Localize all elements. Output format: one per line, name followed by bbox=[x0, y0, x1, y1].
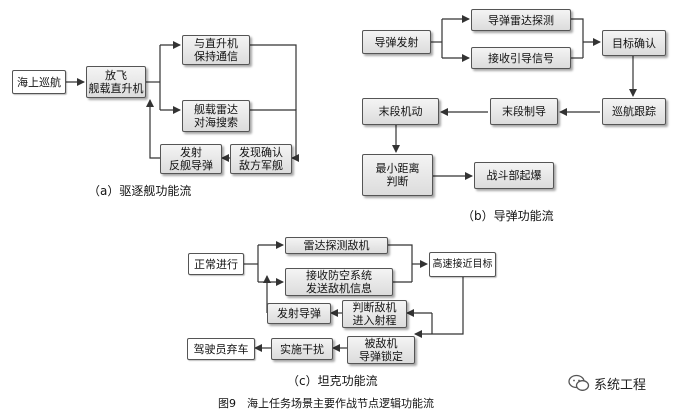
node-b-launch: 导弹发射 bbox=[362, 30, 431, 54]
node-c-locked: 被敌机 导弹锁定 bbox=[347, 336, 415, 364]
node-a-radar-search: 舰载雷达 对海搜索 bbox=[182, 100, 250, 132]
figure-caption: 图9 海上任务场景主要作战节点逻辑功能流 bbox=[218, 397, 434, 410]
node-a-comm-heli: 与直升机 保持通信 bbox=[182, 35, 250, 65]
node-c-fire-missile: 发射导弹 bbox=[267, 303, 331, 324]
connector-a-comm-merge bbox=[250, 44, 297, 110]
node-c-approach: 高速接近目标 bbox=[429, 252, 496, 277]
node-b-warhead: 战斗部起爆 bbox=[474, 162, 554, 189]
diagram-b-title: （b）导弹功能流 bbox=[462, 209, 554, 223]
node-a-fire-missile: 发射 反舰导弹 bbox=[160, 144, 222, 174]
node-b-target-confirm: 目标确认 bbox=[602, 30, 666, 56]
node-a-launch-heli: 放飞 舰载直升机 bbox=[86, 66, 146, 98]
connector-c-radar-merge bbox=[388, 244, 413, 282]
node-b-radar-detect: 导弹雷达探测 bbox=[471, 9, 571, 31]
node-c-judge-range: 判断敌机 进入射程 bbox=[342, 300, 407, 328]
diagram-a-title: （a）驱逐舰功能流 bbox=[88, 184, 192, 198]
node-b-cruise-track: 巡航跟踪 bbox=[602, 98, 666, 125]
connector-b-radar-merge bbox=[571, 18, 584, 58]
connector-a-fire-return bbox=[146, 99, 160, 159]
node-b-terminal-guidance: 末段制导 bbox=[490, 98, 558, 125]
connectors-b bbox=[392, 15, 637, 180]
node-b-min-distance: 最小距离 判断 bbox=[362, 154, 433, 196]
watermark-text: 系统工程 bbox=[594, 377, 647, 393]
node-c-receive-airdef: 接收防空系统 发送敌机信息 bbox=[285, 268, 393, 296]
node-a-confirm-enemy: 发现确认 敌方军舰 bbox=[230, 144, 292, 174]
diagram-c-title: （c）坦克功能流 bbox=[287, 374, 378, 388]
watermark: 系统工程 bbox=[568, 372, 646, 394]
node-b-receive-signal: 接收引导信号 bbox=[471, 47, 571, 69]
node-c-jamming: 实施干扰 bbox=[271, 338, 333, 360]
connectors-c bbox=[244, 241, 464, 352]
node-c-abandon: 驾驶员弃车 bbox=[187, 338, 255, 360]
connector-c-approach-down bbox=[432, 277, 464, 335]
connectors-a bbox=[66, 41, 299, 162]
node-b-terminal-maneuver: 末段机动 bbox=[362, 98, 439, 125]
node-c-radar-detect: 雷达探测敌机 bbox=[285, 237, 388, 254]
connector-a-radar-merge bbox=[250, 109, 297, 158]
wechat-icon bbox=[568, 374, 590, 391]
node-c-normal: 正常进行 bbox=[188, 253, 244, 275]
node-a-cruise: 海上巡航 bbox=[12, 70, 66, 94]
